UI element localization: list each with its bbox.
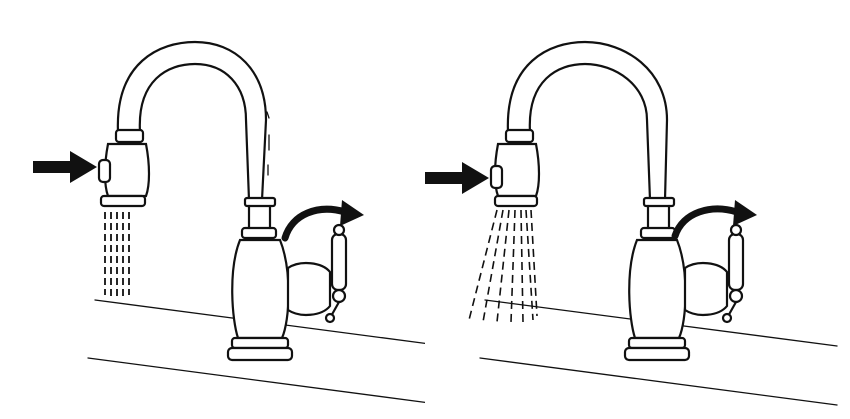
arrow-right-icon [33,151,97,183]
counter-edge-bottom [479,357,838,406]
panel-stream-mode [33,40,425,404]
faucet-spray-drawing [425,40,838,406]
arrow-right-icon [425,162,489,194]
panel-spray-mode [425,0,850,419]
counter-edge-bottom [87,357,425,404]
curved-arrow-icon [671,200,757,240]
faucet-icon [97,40,348,362]
curved-arrow-icon [281,200,364,242]
water-stream-icon [104,212,130,300]
faucet-stream-drawing [33,40,425,404]
faucet-icon [489,40,745,362]
water-spray-icon [468,209,538,323]
